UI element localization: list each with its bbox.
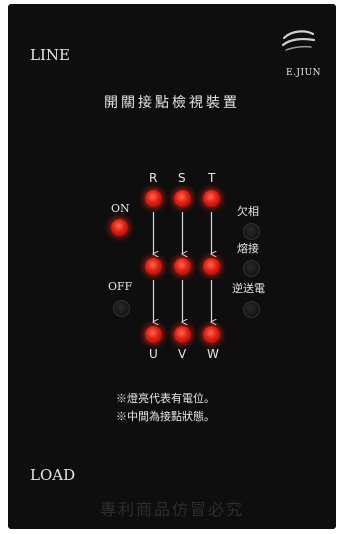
swoosh-logo-icon	[281, 30, 316, 51]
phase-label-u: U	[149, 347, 158, 361]
led-t	[203, 190, 220, 207]
phase-label-s: S	[178, 171, 186, 185]
patent-footer: 專利商品仿冒必究	[99, 500, 244, 519]
backfeed-led	[243, 301, 260, 318]
led-contact-2	[174, 258, 191, 275]
phase-label-w: W	[207, 347, 219, 361]
on-indicator-led	[111, 219, 128, 236]
line-label: LINE	[30, 46, 70, 64]
load-label: LOAD	[30, 466, 76, 484]
device-faceplate: E.JIUN LINE 開關接點檢視裝置 R S T ON OFF U V W …	[8, 4, 336, 529]
on-label: ON	[111, 202, 130, 215]
device-title: 開關接點檢視裝置	[104, 95, 240, 111]
missing-phase-label: 欠相	[237, 205, 259, 218]
backfeed-label: 逆送電	[232, 282, 265, 295]
led-v	[174, 326, 191, 343]
phase-label-r: R	[149, 171, 158, 185]
phase-label-t: T	[208, 171, 216, 185]
led-s	[174, 190, 191, 207]
missing-phase-led	[243, 223, 260, 240]
led-w	[203, 326, 220, 343]
brand-name: E.JIUN	[286, 68, 322, 78]
flow-arrows	[8, 212, 336, 529]
welded-led	[243, 260, 260, 277]
off-label: OFF	[108, 280, 133, 293]
led-contact-3	[203, 258, 220, 275]
phase-label-v: V	[178, 347, 187, 361]
led-u	[145, 326, 162, 343]
welded-label: 熔接	[237, 242, 259, 255]
led-contact-1	[145, 258, 162, 275]
note-line-2: ※中間為接點狀態。	[116, 410, 215, 423]
note-line-1: ※燈亮代表有電位。	[116, 392, 215, 405]
off-indicator-led	[113, 300, 130, 317]
led-r	[145, 190, 162, 207]
